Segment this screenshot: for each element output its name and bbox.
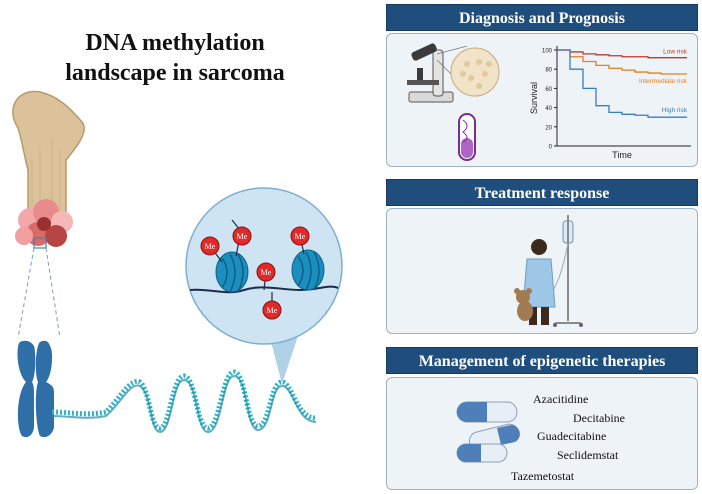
nucleosome-zoom-circle: Me Me Me Me Me (185, 187, 343, 345)
y-tick-label: 80 (545, 68, 552, 74)
page-title: DNA methylation landscape in sarcoma (60, 28, 290, 88)
chart-axes: 0 20 40 60 80 100 (542, 46, 691, 151)
diagnosis-header: Diagnosis and Prognosis (386, 4, 698, 31)
y-axis-label: Survival (529, 82, 539, 114)
treatment-header: Treatment response (386, 179, 698, 206)
tumor-icon (15, 199, 73, 247)
test-tube-icon (458, 113, 476, 161)
methyl-group-icon (200, 226, 310, 320)
y-tick-label: 60 (545, 87, 552, 93)
series-label: Low risk (663, 49, 688, 56)
methyl-label: Me (295, 232, 306, 241)
drug-azacitidine: Azacitidine (533, 392, 589, 406)
treatment-illustration (514, 215, 583, 327)
series-line (557, 49, 687, 118)
series-line (557, 49, 687, 59)
chromosome-icon (17, 340, 54, 438)
methyl-label: Me (267, 306, 278, 315)
diagnosis-illustration (407, 43, 500, 161)
x-axis-label: Time (612, 150, 632, 160)
management-panel: Azacitidine Decitabine Guadecitabine Sec… (386, 377, 698, 490)
cell-sample-icon (450, 47, 500, 97)
dna-coil-icon (51, 369, 317, 434)
drug-guadecitabine: Guadecitabine (537, 429, 607, 443)
methyl-label: Me (205, 242, 216, 251)
series-label: Intermediate risk (639, 78, 688, 85)
title-line-1: DNA methylation (85, 30, 265, 56)
microscope-icon (407, 43, 454, 103)
zoom-box (33, 237, 47, 249)
drug-decitabine: Decitabine (573, 411, 625, 425)
series-line (557, 49, 687, 75)
methyl-label: Me (237, 232, 248, 241)
methyl-label: Me (261, 268, 272, 277)
femur-bone-icon (12, 90, 85, 216)
drug-seclidemstat: Seclidemstat (557, 448, 619, 462)
y-tick-label: 40 (545, 106, 552, 112)
drug-tazemetostat: Tazemetostat (511, 469, 575, 483)
teddy-bear-icon (514, 288, 533, 321)
treatment-panel (386, 208, 698, 334)
title-line-2: landscape in sarcoma (65, 60, 285, 86)
series-label: High risk (662, 107, 688, 114)
y-tick-label: 100 (542, 49, 553, 55)
management-header: Management of epigenetic therapies (386, 347, 698, 374)
y-tick-label: 0 (549, 145, 553, 151)
capsule-icon (456, 443, 508, 463)
capsule-icon (456, 401, 518, 423)
y-tick-label: 20 (545, 125, 552, 131)
pills-illustration (456, 401, 520, 463)
